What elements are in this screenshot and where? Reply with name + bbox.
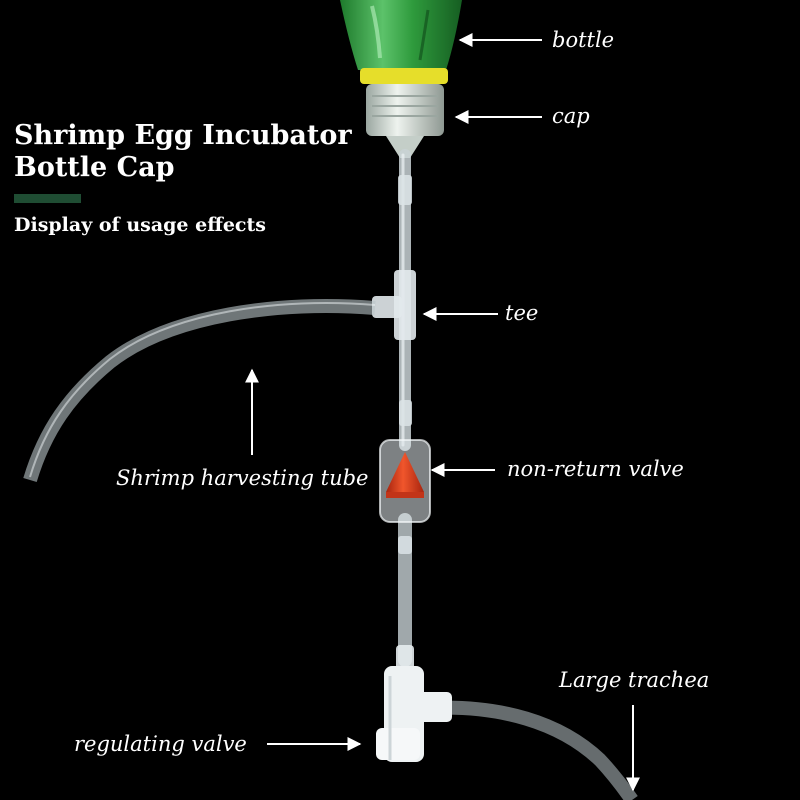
subtitle: Display of usage effects <box>14 214 266 236</box>
tee-fitting <box>372 270 416 340</box>
bottle-cap <box>360 68 448 158</box>
label-regulating-valve: regulating valve <box>74 732 247 756</box>
label-cap: cap <box>552 104 590 128</box>
non-return-valve <box>379 439 431 523</box>
regulating-valve <box>376 666 638 800</box>
label-tee: tee <box>505 301 539 325</box>
main-tube <box>396 149 414 673</box>
label-non-return-valve: non-return valve <box>507 457 684 481</box>
title-line-2: Bottle Cap <box>14 152 175 183</box>
annotation-arrows <box>245 33 640 792</box>
bottle <box>340 0 462 70</box>
shrimp-harvesting-tube <box>23 298 376 483</box>
label-large-trachea: Large trachea <box>559 668 710 692</box>
label-bottle: bottle <box>552 28 615 52</box>
label-shrimp-harvesting-tube: Shrimp harvesting tube <box>116 466 369 490</box>
title-accent-bar <box>14 194 81 203</box>
title-line-1: Shrimp Egg Incubator <box>14 120 352 151</box>
